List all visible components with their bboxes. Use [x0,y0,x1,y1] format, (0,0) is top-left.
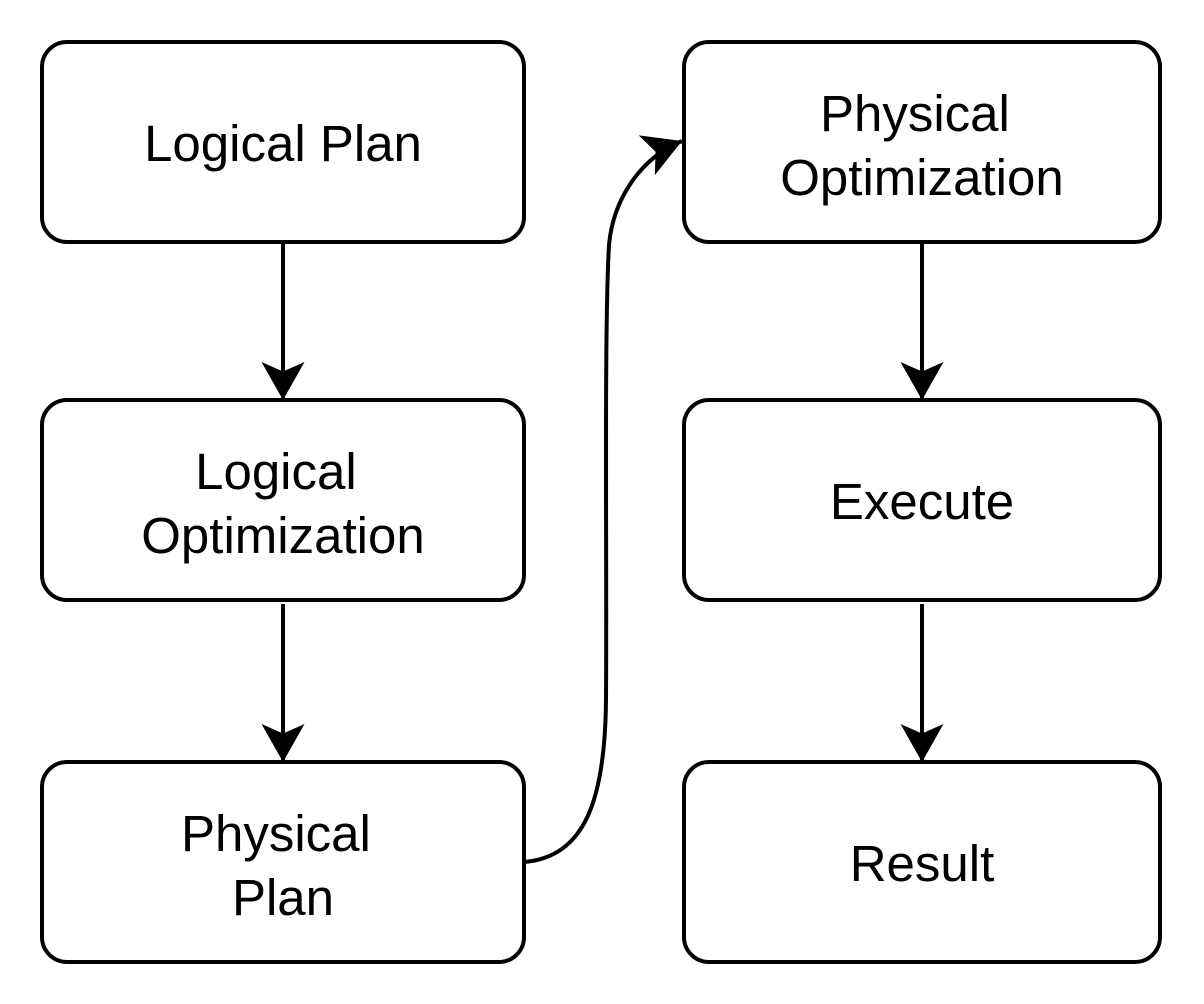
node-logical-optimization-label: Logical Optimization [141,443,424,564]
edge-physical-plan-to-physical-optimization [523,135,683,864]
node-result-box [682,760,1162,964]
node-logical-optimization-box [40,398,526,602]
node-physical-plan-box [40,760,526,964]
node-logical-plan-label: Logical Plan [144,115,422,172]
node-execute: Execute [682,398,1162,602]
node-physical-optimization: Physical Optimization [682,40,1162,244]
node-physical-optimization-box [682,40,1162,244]
node-logical-plan-box [40,40,526,244]
node-execute-label: Execute [830,473,1014,530]
node-logical-plan: Logical Plan [40,40,526,244]
node-physical-plan-label: Physical Plan [181,805,385,926]
node-physical-plan: Physical Plan [40,760,526,964]
node-result: Result [682,760,1162,964]
node-execute-box [682,398,1162,602]
node-result-label: Result [850,835,995,892]
node-physical-optimization-label: Physical Optimization [780,85,1063,206]
node-logical-optimization: Logical Optimization [40,398,526,602]
